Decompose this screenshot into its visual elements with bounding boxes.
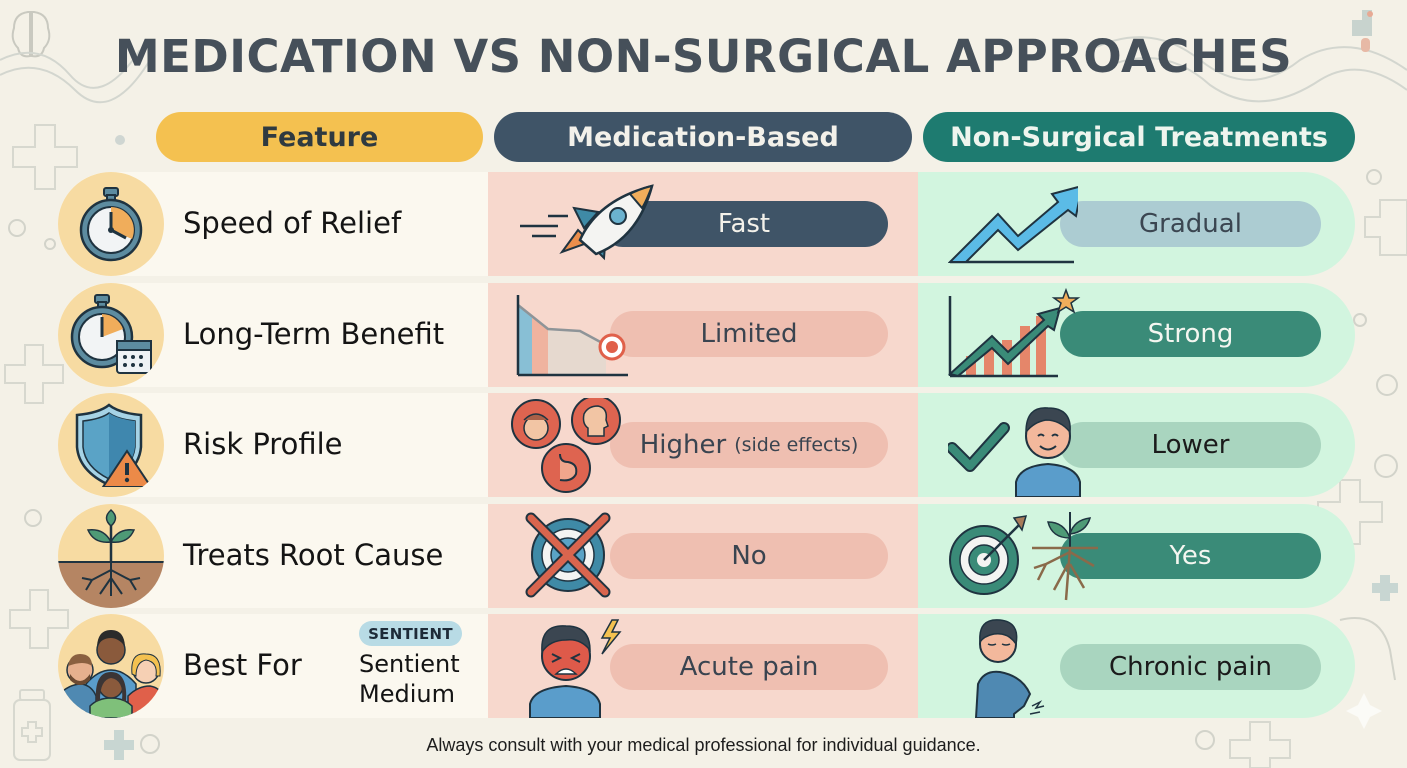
non-surgical-value-badge: Strong <box>1060 311 1321 357</box>
target-roots-icon <box>949 512 1098 601</box>
non-surgical-value-badge: Gradual <box>1060 201 1321 247</box>
rocket-icon <box>520 184 654 261</box>
feature-label: Risk Profile <box>183 427 343 461</box>
growth-chart-star-icon <box>948 287 1081 378</box>
medication-value-badge: Fast <box>600 201 888 247</box>
risk-level: Higher <box>639 430 727 460</box>
feature-label: Speed of Relief <box>183 206 402 240</box>
stopwatch-calendar-icon <box>58 283 164 387</box>
declining-chart-icon <box>516 295 628 377</box>
medication-value-badge: Higher (side effects) <box>610 422 888 468</box>
non-surgical-value-badge: Yes <box>1060 533 1321 579</box>
disclaimer-footer: Always consult with your medical profess… <box>426 735 981 755</box>
header-non-surgical: Non-Surgical Treatments <box>923 112 1355 162</box>
sentient-line-1: Sentient <box>359 650 460 678</box>
header-feature: Feature <box>156 112 483 162</box>
side-effects-icon <box>511 398 621 493</box>
non-surgical-value-badge: Chronic pain <box>1060 644 1321 690</box>
sentient-line-2: Medium <box>359 680 455 708</box>
risk-note: (side effects) <box>734 434 859 456</box>
group-people-icon <box>58 614 164 718</box>
feature-label: Treats Root Cause <box>183 538 444 572</box>
medication-value-badge: Acute pain <box>610 644 888 690</box>
stopwatch-icon <box>58 172 164 276</box>
header-medication: Medication-Based <box>494 112 912 162</box>
sentient-badge: SENTIENT <box>359 621 462 646</box>
check-happy-person-icon <box>948 407 1081 497</box>
page-title: MEDICATION VS NON-SURGICAL APPROACHES <box>114 30 1293 83</box>
shield-warning-icon <box>58 393 164 497</box>
crossed-target-icon <box>525 512 611 598</box>
medication-value-badge: Limited <box>610 311 888 357</box>
person-back-pain-icon <box>974 619 1045 718</box>
rising-arrow-icon <box>948 186 1078 264</box>
person-in-pain-icon <box>529 619 622 718</box>
medication-value-badge: No <box>610 533 888 579</box>
non-surgical-value-badge: Lower <box>1060 422 1321 468</box>
feature-label: Long-Term Benefit <box>183 317 445 351</box>
plant-roots-icon <box>58 504 164 608</box>
feature-label: Best For <box>183 648 302 682</box>
